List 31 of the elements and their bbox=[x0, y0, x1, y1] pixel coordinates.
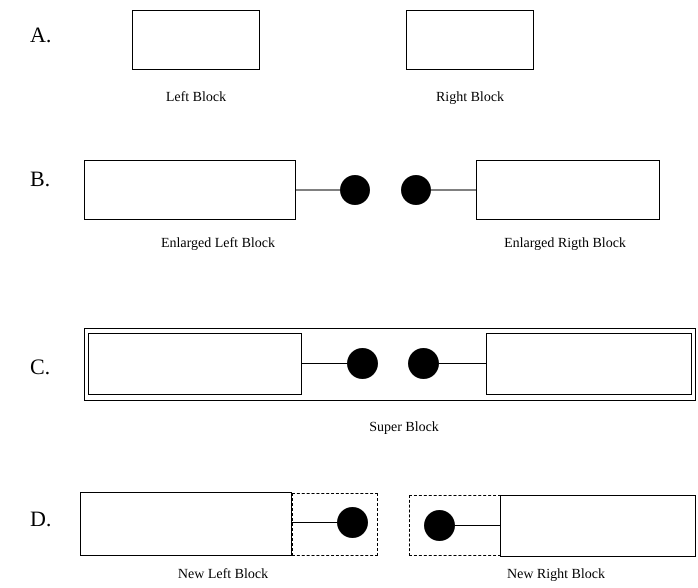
dashed-region-box bbox=[292, 493, 378, 556]
connector-dot bbox=[337, 507, 368, 538]
row-letter: D. bbox=[30, 506, 52, 532]
block-caption: New Left Block bbox=[178, 567, 268, 583]
connector-dot bbox=[347, 348, 378, 379]
block-caption: Right Block bbox=[436, 90, 504, 106]
block-box bbox=[500, 495, 696, 557]
block-box bbox=[84, 160, 296, 220]
connector-line bbox=[302, 363, 348, 364]
block-box bbox=[84, 328, 696, 401]
block-box bbox=[406, 10, 534, 70]
block-caption: Super Block bbox=[369, 420, 439, 436]
block-box bbox=[88, 333, 302, 395]
block-box bbox=[132, 10, 260, 70]
block-caption: Left Block bbox=[166, 90, 226, 106]
block-caption: Enlarged Left Block bbox=[160, 236, 276, 252]
connector-dot bbox=[424, 510, 455, 541]
connector-dot bbox=[408, 348, 439, 379]
block-box bbox=[476, 160, 660, 220]
row-letter: C. bbox=[30, 354, 50, 380]
block-box bbox=[486, 333, 692, 395]
row-letter: B. bbox=[30, 166, 50, 192]
connector-dot bbox=[340, 175, 370, 205]
connector-line bbox=[292, 522, 338, 523]
connector-line bbox=[454, 525, 500, 526]
block-caption: Enlarged Rigth Block bbox=[504, 236, 626, 252]
block-box bbox=[80, 492, 292, 556]
block-caption: New Right Block bbox=[507, 567, 605, 583]
row-letter: A. bbox=[30, 22, 52, 48]
connector-line bbox=[438, 363, 486, 364]
connector-dot bbox=[401, 175, 431, 205]
